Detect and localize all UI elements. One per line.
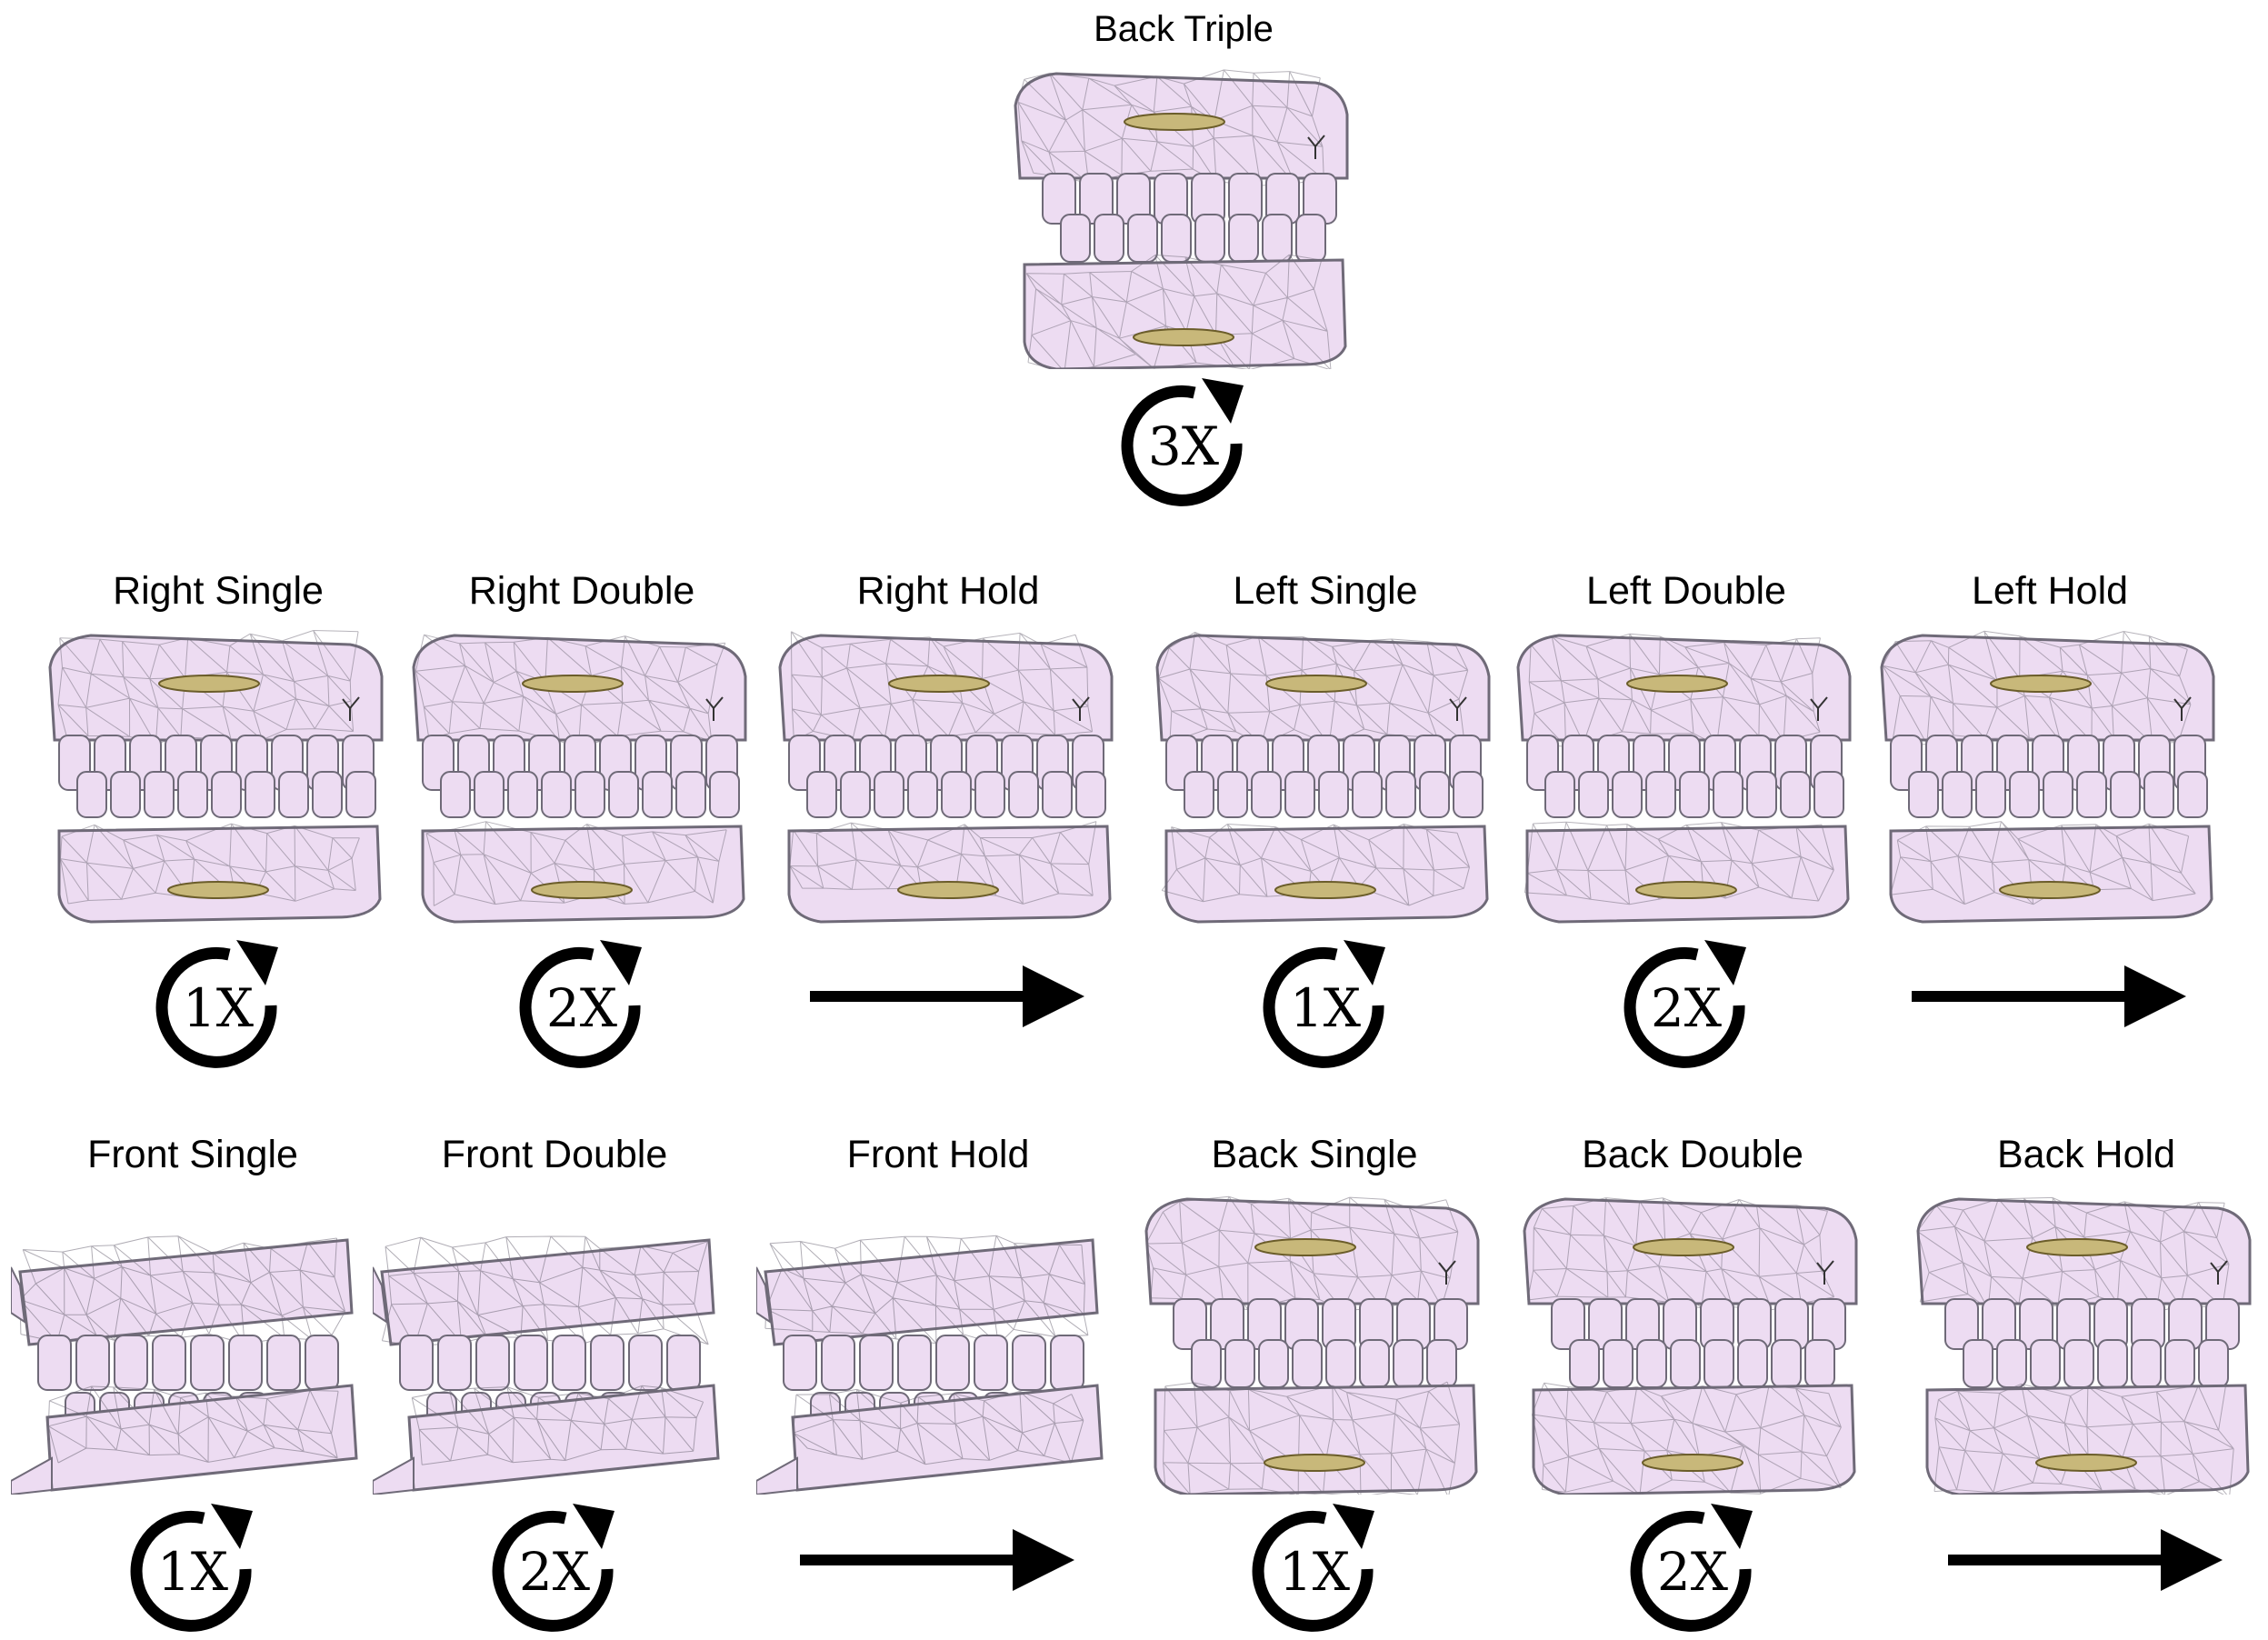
teeth-model-open-view <box>1504 622 1868 931</box>
rotate-count-label: 1X <box>1279 1541 1351 1603</box>
rotate-icon: 1X <box>11 1498 375 1636</box>
gesture-label: Front Single <box>87 1133 298 1176</box>
gesture-cell-left-hold: Left Hold <box>1868 564 2232 1073</box>
rotate-count-label: 1X <box>157 1541 229 1603</box>
gesture-label: Left Single <box>1233 569 1418 613</box>
rotate-icon: 3X <box>1002 373 1365 511</box>
gesture-label: Left Double <box>1586 569 1786 613</box>
rotate-count-label: 1X <box>1290 977 1362 1039</box>
rotate-icon: 2X <box>1511 1498 1874 1636</box>
gesture-cell-back-double: Back Double 2X <box>1511 1127 1874 1636</box>
rotate-icon: 1X <box>36 935 400 1073</box>
gesture-label: Right Hold <box>856 569 1040 613</box>
teeth-model-back-view <box>1511 1185 1874 1496</box>
gesture-cell-back-triple: Back Triple 3X <box>1002 2 1365 511</box>
rotate-count-label: 1X <box>183 977 255 1039</box>
arrow-right-icon <box>1868 935 2232 1073</box>
gesture-cell-back-hold: Back Hold <box>1904 1127 2268 1636</box>
teeth-model-open-view <box>400 622 764 931</box>
rotate-count-label: 2X <box>1651 977 1723 1039</box>
gesture-cell-back-single: Back Single 1X <box>1133 1127 1496 1636</box>
gesture-label: Right Double <box>468 569 695 613</box>
gesture-label: Back Triple <box>1094 9 1274 49</box>
rotate-icon: 1X <box>1144 935 1507 1073</box>
rotate-icon: 2X <box>373 1498 736 1636</box>
arrow-right-icon <box>1904 1498 2268 1636</box>
teeth-model-back-view <box>1002 60 1365 373</box>
arrow-right-icon <box>756 1498 1120 1636</box>
gesture-label: Right Single <box>113 569 324 613</box>
teeth-model-back-view <box>1133 1185 1496 1498</box>
rotate-count-label: 2X <box>546 977 618 1039</box>
gesture-label: Front Hold <box>846 1133 1030 1176</box>
teeth-model-open-view <box>1144 622 1507 931</box>
gesture-cell-front-hold: Front Hold <box>755 1127 1120 1636</box>
gesture-label: Back Single <box>1211 1133 1418 1176</box>
teeth-model-open-view <box>1868 622 2232 931</box>
gesture-cell-left-double: Left Double 2X <box>1504 564 1868 1073</box>
rotate-count-label: 2X <box>1657 1541 1729 1603</box>
gesture-cell-front-double: Front Double 2X <box>372 1127 736 1636</box>
teeth-model-side-view <box>372 1185 736 1496</box>
teeth-model-side-view <box>755 1185 1120 1496</box>
gesture-cell-front-single: Front Single 1X <box>10 1127 375 1636</box>
rotate-icon: 1X <box>1133 1498 1496 1636</box>
rotate-icon: 2X <box>400 935 764 1073</box>
teeth-model-open-view <box>766 622 1130 931</box>
rotate-count-label: 2X <box>519 1541 591 1603</box>
gesture-label: Left Hold <box>1971 569 2129 613</box>
gesture-label: Back Hold <box>1997 1133 2175 1176</box>
teeth-model-side-view <box>10 1185 375 1496</box>
gesture-label: Back Double <box>1582 1133 1803 1176</box>
teeth-model-back-view <box>1904 1185 2268 1499</box>
gesture-label: Front Double <box>441 1133 668 1176</box>
arrow-right-icon <box>766 935 1130 1073</box>
rotate-icon: 2X <box>1504 935 1868 1073</box>
gesture-cell-right-hold: Right Hold <box>766 564 1130 1073</box>
gesture-cell-left-single: Left Single 1X <box>1144 564 1507 1073</box>
teeth-model-open-view <box>36 622 400 931</box>
rotate-count-label: 3X <box>1148 415 1220 477</box>
gesture-cell-right-single: Right Single 1X <box>36 564 400 1073</box>
gesture-cell-right-double: Right Double 2X <box>400 564 764 1073</box>
